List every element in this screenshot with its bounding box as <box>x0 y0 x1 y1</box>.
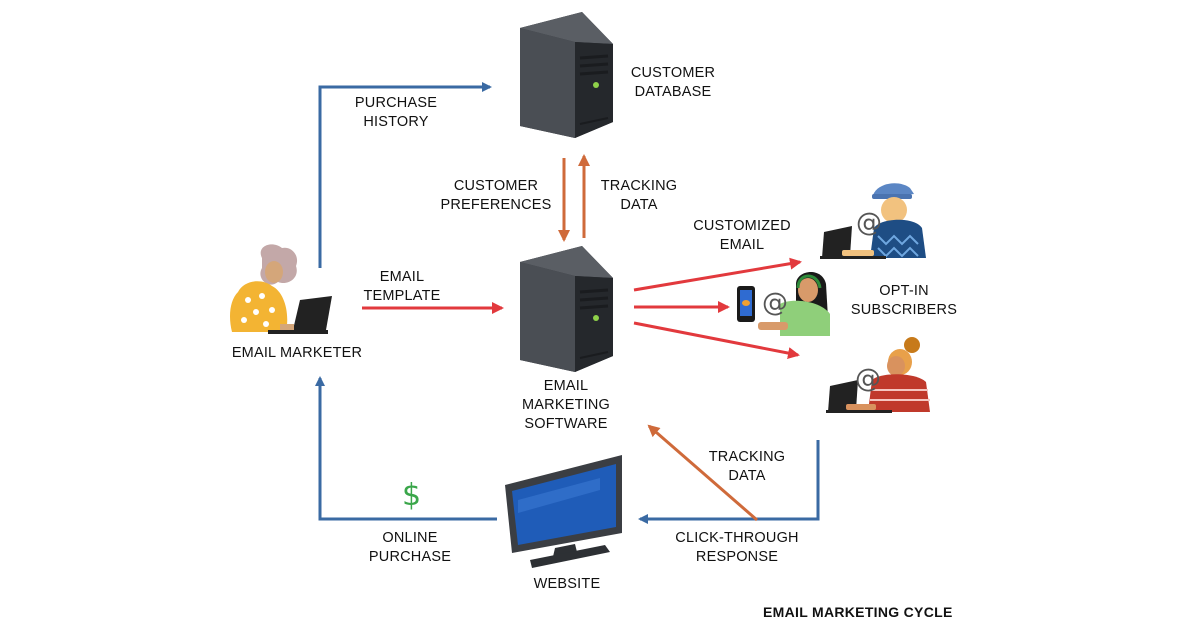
opt-in-subscribers-label: OPT-IN SUBSCRIBERS <box>850 283 958 318</box>
customer-database-label: CUSTOMER DATABASE <box>630 65 716 100</box>
subscriber-man-icon <box>820 183 926 259</box>
click-through-response-label: CLICK-THROUGH RESPONSE <box>675 530 799 565</box>
tracking-data-bottom-arrow <box>647 424 758 522</box>
diagram-caption: EMAIL MARKETING CYCLE <box>763 604 953 620</box>
tracking-data-top-label: TRACKING DATA <box>600 178 678 213</box>
email-marketing-software-label: EMAIL MARKETING SOFTWARE <box>522 378 610 432</box>
subscriber-woman-phone-icon <box>737 271 830 336</box>
at-sign-icon-2: @ <box>762 288 788 318</box>
tracking-data-bottom-label: TRACKING DATA <box>708 449 786 484</box>
customized-email-arrow-1 <box>633 257 802 292</box>
email-marketer-person-icon <box>230 244 332 334</box>
email-marketing-software-server-icon <box>520 246 613 372</box>
dollar-icon: $ <box>402 478 422 513</box>
website-label: WEBSITE <box>533 576 601 592</box>
at-sign-icon-3: @ <box>855 364 881 394</box>
customized-email-label: CUSTOMIZED EMAIL <box>693 218 791 253</box>
subscriber-woman-laptop-icon <box>826 337 930 413</box>
customer-database-server-icon <box>520 12 613 138</box>
email-marketer-label: EMAIL MARKETER <box>231 345 363 361</box>
website-monitor-icon <box>505 455 622 568</box>
customer-preferences-label: CUSTOMER PREFERENCES <box>440 178 552 213</box>
online-purchase-arrow <box>315 376 497 521</box>
customized-email-arrow-3 <box>633 321 800 359</box>
online-purchase-label: ONLINE PURCHASE <box>368 530 452 565</box>
click-through-response-arrow <box>638 440 820 524</box>
purchase-history-arrow <box>318 82 492 268</box>
email-template-label: EMAIL TEMPLATE <box>363 269 441 304</box>
at-sign-icon-1: @ <box>856 208 882 238</box>
purchase-history-label: PURCHASE HISTORY <box>354 95 438 130</box>
